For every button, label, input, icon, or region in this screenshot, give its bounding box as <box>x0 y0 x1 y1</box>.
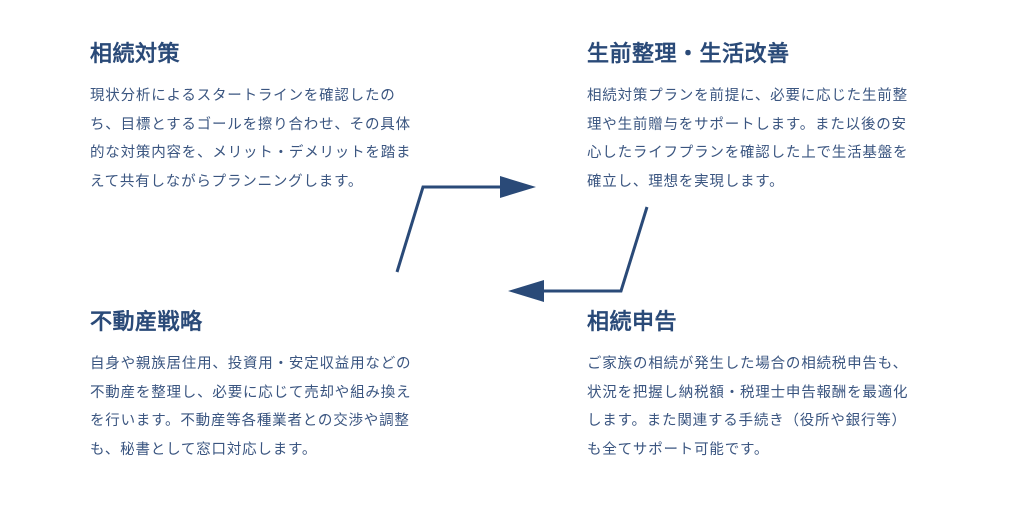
text-line: します。また関連する手続き（役所や銀行等） <box>587 413 907 429</box>
arrow-right <box>395 176 536 273</box>
block-title: 相続対策 <box>90 42 181 67</box>
block-real-estate-strategy: 不動産戦略 自身や親族居住用、投資用・安定収益用などの 不動産を整理し、必要に応… <box>90 308 450 464</box>
text-line: 現状分析によるスタートラインを確認したの <box>90 88 396 104</box>
text-line: 理や生前贈与をサポートします。また以後の安 <box>587 116 907 133</box>
block-description: 相続対策プランを前提に、必要に応じた生前整 理や生前贈与をサポートします。また以… <box>587 82 947 196</box>
block-description: ご家族の相続が発生した場合の相続税申告も、 状況を把握し納税額・税理士申告報酬を… <box>587 350 947 464</box>
block-lifetime-arrangement: 生前整理・生活改善 相続対策プランを前提に、必要に応じた生前整 理や生前贈与をサ… <box>587 40 947 196</box>
block-description: 自身や親族居住用、投資用・安定収益用などの 不動産を整理し、必要に応じて売却や組… <box>90 350 450 464</box>
text-line: えて共有しながらプランニングします。 <box>90 173 364 190</box>
block-inheritance-tax-filing: 相続申告 ご家族の相続が発生した場合の相続税申告も、 状況を把握し納税額・税理士… <box>587 308 947 464</box>
text-line: 的な対策内容を、メリット・デメリットを踏ま <box>90 145 412 161</box>
arrow-left <box>508 206 649 302</box>
text-line: 状況を把握し納税額・税理士申告報酬を最適化 <box>587 384 909 401</box>
text-line: 不動産を整理し、必要に応じて売却や組み換え <box>90 384 412 401</box>
text-line: ち、目標とするゴールを擦り合わせ、その具体 <box>90 116 411 133</box>
block-inheritance-measures: 相続対策 現状分析によるスタートラインを確認したの ち、目標とするゴールを擦り合… <box>90 40 450 196</box>
text-line: 相続対策プランを前提に、必要に応じた生前整 <box>587 88 908 104</box>
text-line: を行います。不動産等各種業者との交渉や調整 <box>90 413 410 429</box>
text-line: も全てサポート可能です。 <box>587 441 770 458</box>
text-line: ご家族の相続が発生した場合の相続税申告も、 <box>587 356 908 372</box>
block-title: 相続申告 <box>587 310 678 335</box>
text-line: も、秘書として窓口対応します。 <box>90 441 318 458</box>
text-line: 心したライフプランを確認した上で生活基盤を <box>587 145 909 161</box>
block-title: 不動産戦略 <box>90 310 203 335</box>
block-title: 生前整理・生活改善 <box>587 42 790 67</box>
text-line: 確立し、理想を実現します。 <box>587 173 785 190</box>
text-line: 自身や親族居住用、投資用・安定収益用などの <box>90 356 412 372</box>
block-description: 現状分析によるスタートラインを確認したの ち、目標とするゴールを擦り合わせ、その… <box>90 82 450 196</box>
